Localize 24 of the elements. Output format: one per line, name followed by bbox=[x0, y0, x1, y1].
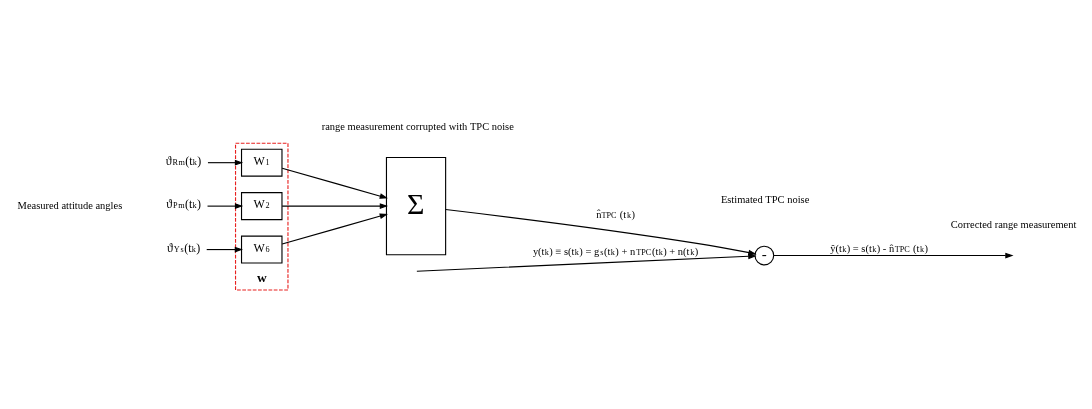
arrow bbox=[207, 159, 244, 166]
node-box: W6 bbox=[240, 235, 283, 264]
label: Estimated TPC noise bbox=[720, 193, 810, 205]
node-text: ϑPm(tk) bbox=[166, 196, 201, 211]
arrow bbox=[281, 212, 388, 245]
arrow bbox=[281, 202, 388, 209]
arrow bbox=[281, 167, 388, 199]
arrow bbox=[416, 249, 757, 272]
arrow bbox=[445, 208, 757, 259]
label: range measurement corrupted with TPC noise bbox=[321, 120, 514, 132]
node-circle: - bbox=[754, 245, 775, 265]
edge-label: y(tk) ≡ s(tk) = gs(tk) + nTPC(tk) + n(tk) bbox=[532, 245, 699, 257]
node-box: Σ bbox=[385, 156, 447, 255]
node-text: ϑRm(tk) bbox=[165, 153, 202, 168]
label: Measured attitude angles bbox=[17, 199, 123, 211]
edge-label: ŷ(tk) = s(tk) - n̂TPC (tk) bbox=[830, 242, 929, 254]
edge-label: n̂TPC (tk) bbox=[596, 208, 635, 220]
label: Corrected range measurement bbox=[950, 218, 1077, 230]
arrow bbox=[773, 252, 1014, 258]
node-box: W1 bbox=[240, 148, 283, 177]
arrow bbox=[206, 202, 244, 209]
arrow bbox=[206, 246, 243, 252]
node-box: W2 bbox=[240, 191, 283, 220]
node-text: ϑYs(tk) bbox=[167, 240, 201, 255]
